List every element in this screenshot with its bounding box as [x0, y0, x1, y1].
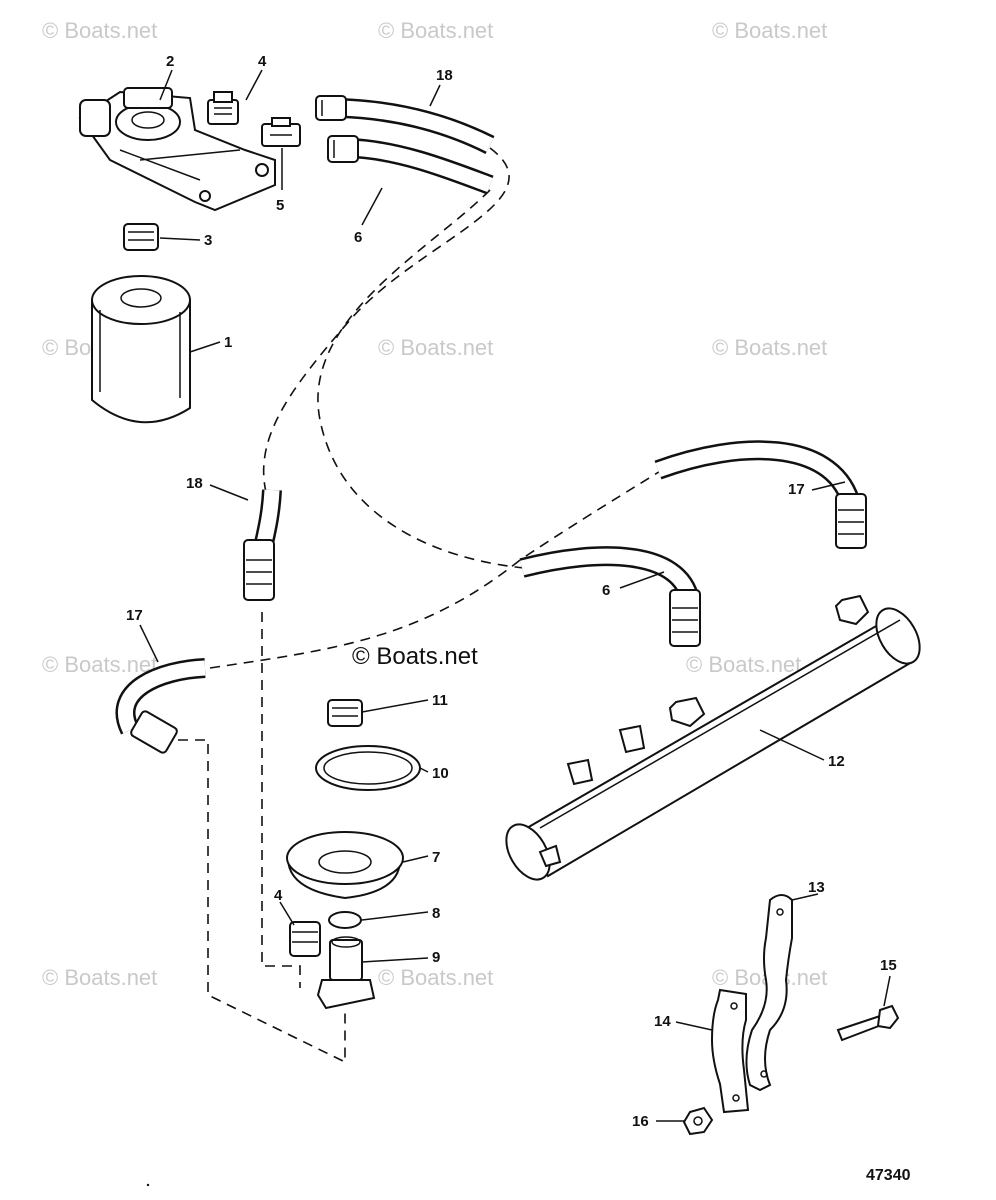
hose-18-lower — [243, 489, 282, 601]
watermark: © Boats.net — [42, 18, 157, 43]
callout-13: 13 — [808, 879, 825, 896]
nut-16 — [682, 1106, 714, 1136]
bolt-15 — [836, 1004, 900, 1042]
clamp-13 — [745, 894, 793, 1092]
callout-5: 5 — [276, 197, 284, 214]
watermark: © Boats.net — [686, 652, 801, 677]
o-ring-8 — [328, 911, 362, 929]
hose-17-left — [115, 658, 206, 754]
hose-17-right — [654, 440, 867, 549]
callout-16: 16 — [632, 1113, 649, 1130]
callout-17: 17 — [788, 481, 805, 498]
stray-dot — [146, 1183, 150, 1187]
callout-14: 14 — [654, 1013, 671, 1030]
hose-6-lower — [519, 546, 701, 647]
fitting-9 — [316, 936, 376, 1010]
watermark: © Boats.net — [378, 335, 493, 360]
routing-lines — [178, 147, 663, 1064]
watermark: © Boats.net — [378, 965, 493, 990]
watermark: © Boats.net — [712, 335, 827, 360]
watermark: © Boats.net — [42, 652, 157, 677]
callout-8: 8 — [432, 905, 440, 922]
callout-4: 4 — [258, 53, 267, 70]
oil-filter — [91, 275, 191, 424]
callouts: 2 4 5 3 1 18 6 18 17 6 17 11 10 12 7 8 4… — [126, 53, 897, 1130]
center-watermark: © Boats.net — [352, 643, 478, 670]
cooler-12 — [505, 594, 921, 881]
callout-2: 2 — [166, 53, 174, 70]
watermark: © Boats.net — [378, 18, 493, 43]
callout-1: 1 — [224, 334, 232, 351]
leader-lines — [139, 69, 891, 1122]
callout-17: 17 — [126, 607, 143, 624]
filter-mount-bracket — [78, 87, 276, 212]
fitting-4-lower — [289, 921, 321, 957]
callout-9: 9 — [432, 949, 440, 966]
watermark: © Boats.net — [712, 18, 827, 43]
watermark: © Boats.net — [42, 965, 157, 990]
callout-18: 18 — [436, 67, 453, 84]
callout-6: 6 — [602, 582, 610, 599]
fitting-11 — [327, 699, 363, 727]
callout-7: 7 — [432, 849, 440, 866]
hoses-top — [315, 95, 495, 195]
callout-12: 12 — [828, 753, 845, 770]
callout-18: 18 — [186, 475, 203, 492]
callout-10: 10 — [432, 765, 449, 782]
callout-3: 3 — [204, 232, 212, 249]
adapter-3 — [123, 223, 159, 251]
filter-adapter-7 — [286, 831, 404, 900]
fitting-4-top — [207, 91, 239, 125]
gasket-10 — [315, 745, 421, 791]
callout-15: 15 — [880, 957, 897, 974]
clamp-14 — [710, 988, 750, 1114]
figure-number: 47340 — [866, 1167, 911, 1184]
callout-4: 4 — [274, 887, 283, 904]
fitting-5 — [261, 117, 301, 147]
callout-11: 11 — [432, 692, 448, 709]
callout-6: 6 — [354, 229, 362, 246]
